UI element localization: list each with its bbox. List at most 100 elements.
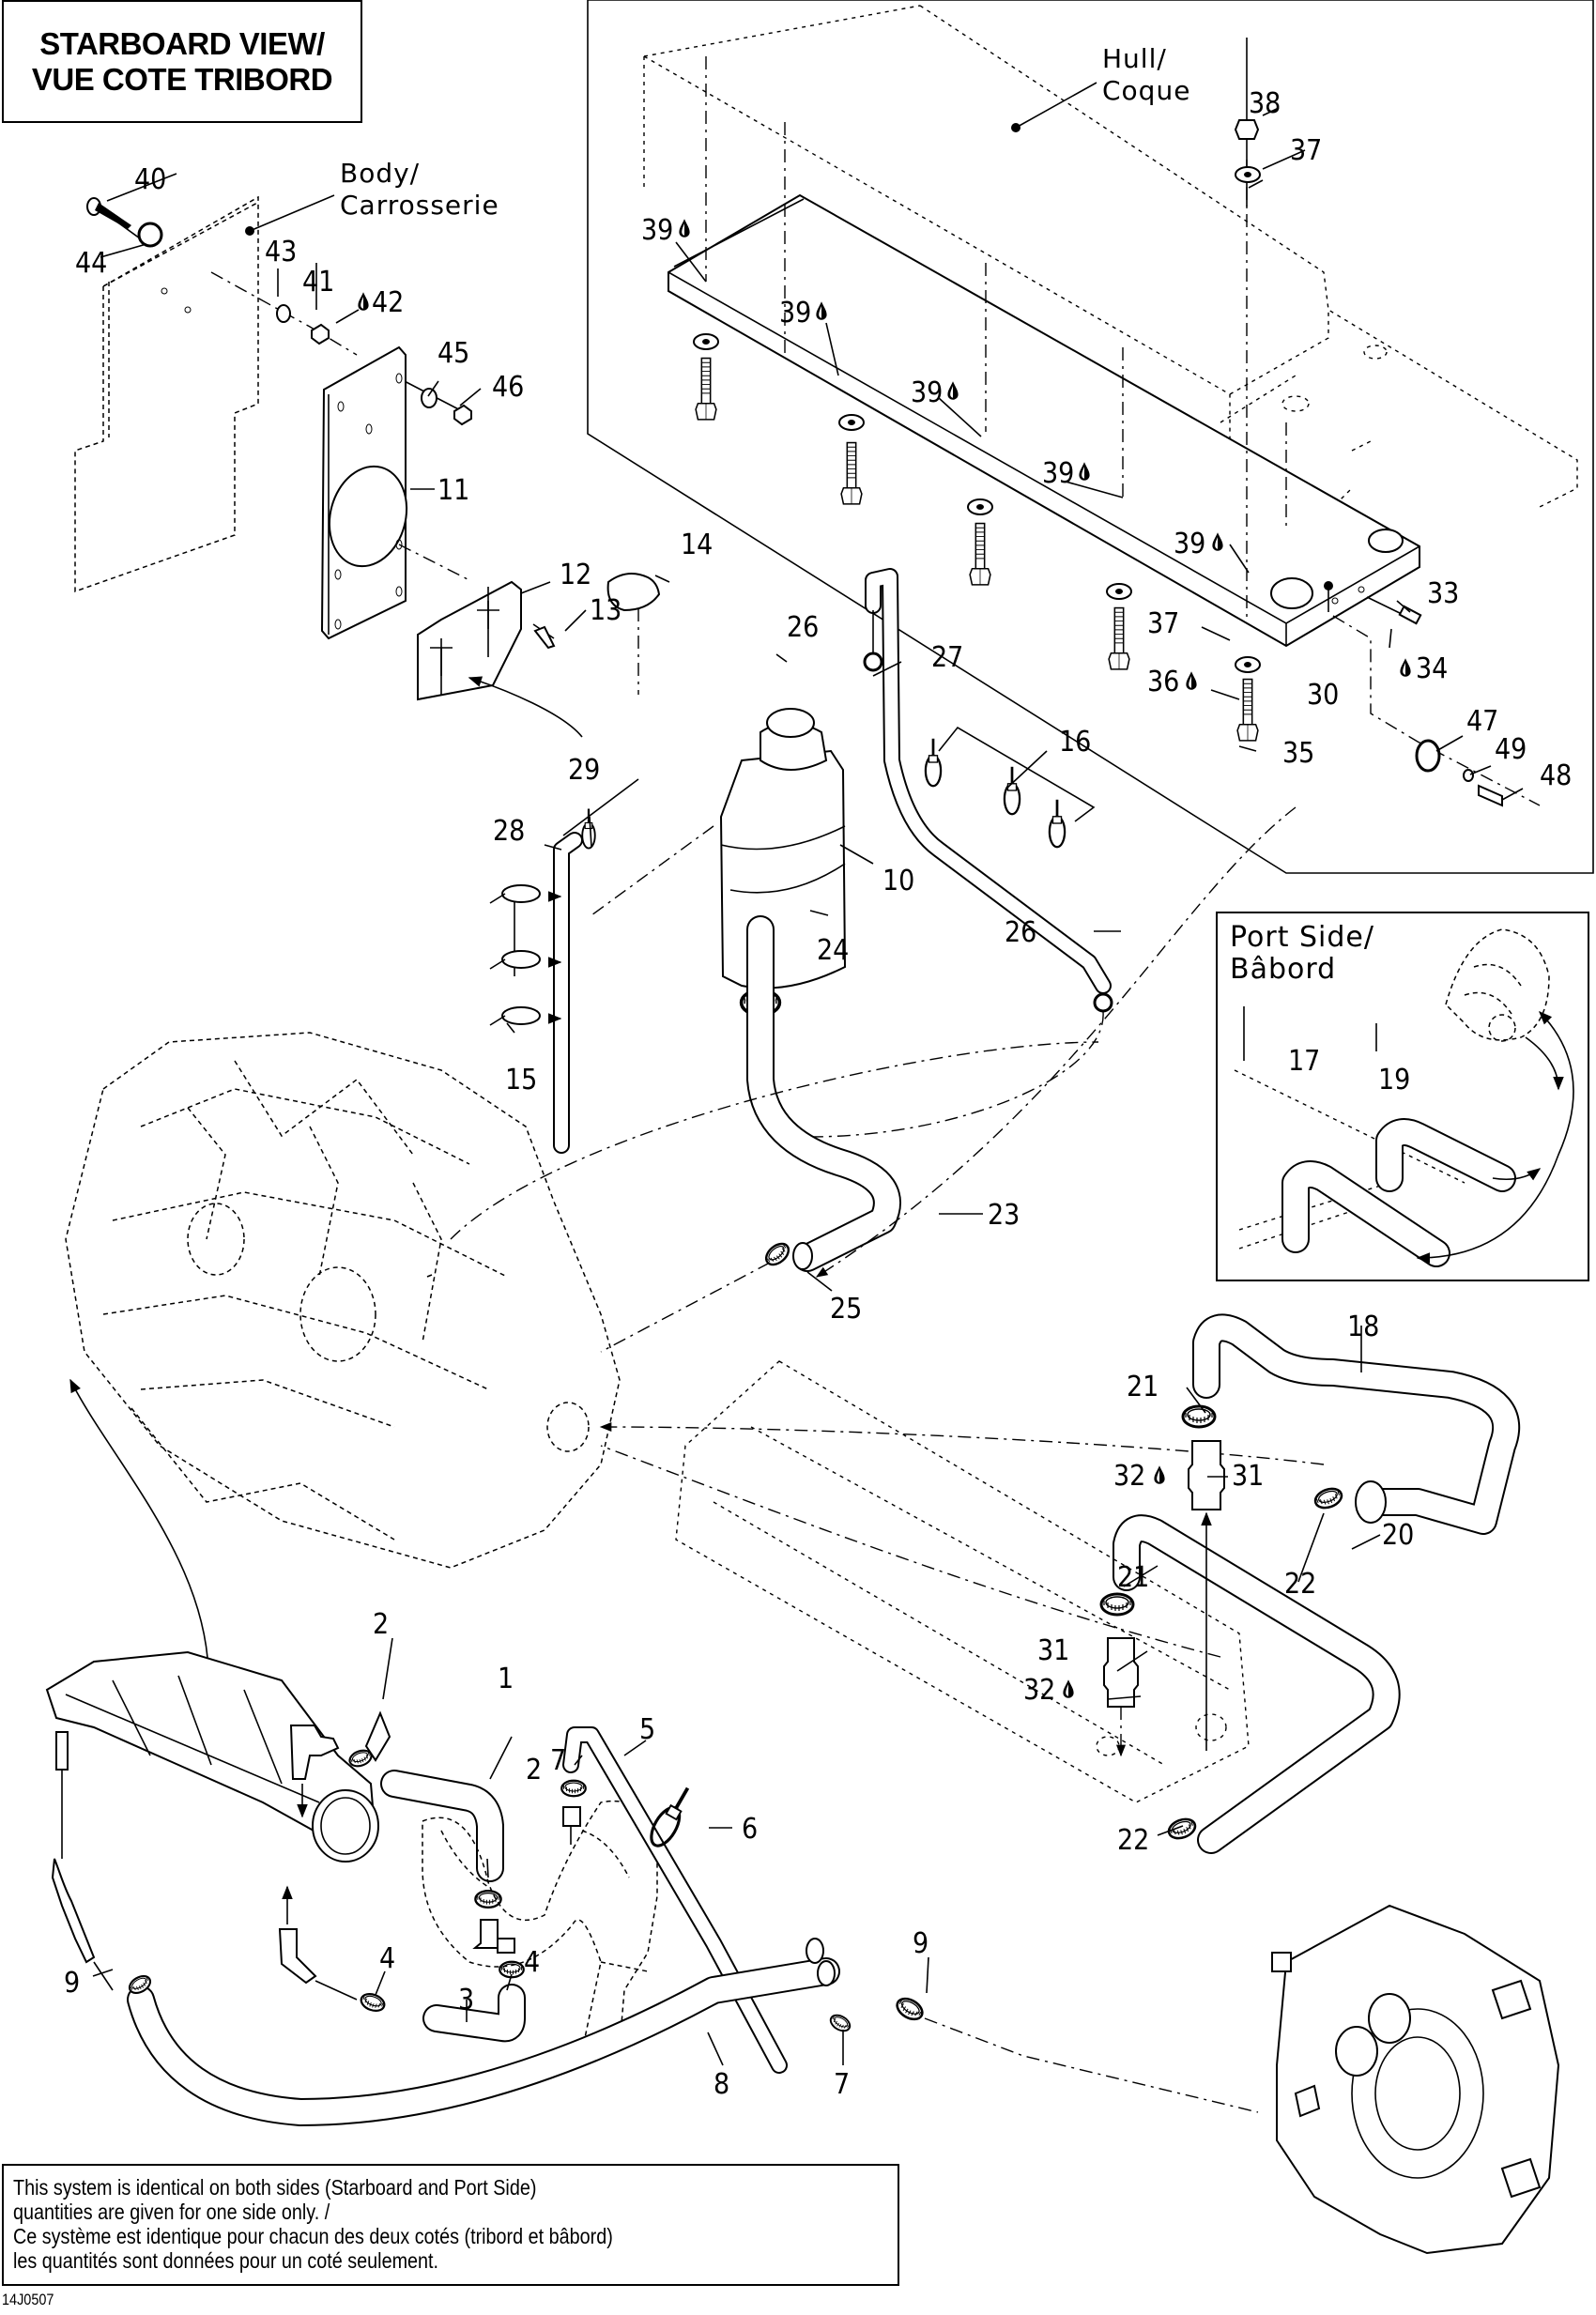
callout-2-bottom: 2 <box>526 1754 542 1786</box>
figure-code: 14J0507 <box>2 2291 54 2308</box>
callout-32-top: 32 <box>1113 1460 1145 1493</box>
view-title-line-2: VUE COTE TRIBORD <box>31 61 333 97</box>
drop-icon <box>1063 1679 1074 1698</box>
callout-3: 3 <box>458 1984 474 2016</box>
callout-20: 20 <box>1382 1519 1414 1552</box>
body-label-fr: Carrosserie <box>340 190 499 221</box>
drop-icon <box>679 219 690 238</box>
callout-21-bottom: 21 <box>1117 1561 1149 1594</box>
hull-label-en: Hull/ <box>1102 43 1167 74</box>
hose-18 <box>1181 1313 1521 1535</box>
callout-5: 5 <box>639 1713 655 1746</box>
body-fasteners <box>86 197 472 426</box>
drop-icon <box>1186 671 1197 690</box>
body-outline <box>74 195 260 593</box>
callout-39-a: 39 <box>641 214 673 247</box>
view-title-box: STARBOARD VIEW/ VUE COTE TRIBORD <box>2 0 362 123</box>
callout-26-bottom: 26 <box>1005 916 1036 949</box>
port-side-label-en: Port Side/ <box>1230 921 1374 954</box>
callout-47: 47 <box>1466 705 1498 738</box>
exhaust-manifold <box>45 1650 391 1991</box>
callout-48: 48 <box>1540 759 1572 792</box>
callout-22-top: 22 <box>1284 1568 1316 1601</box>
callout-17: 17 <box>1288 1045 1320 1078</box>
routing-lines <box>69 806 1325 1709</box>
mounting-plate <box>320 345 470 640</box>
callout-14: 14 <box>681 529 713 561</box>
engine-phantom <box>65 1032 621 1569</box>
note-line-3: Ce système est identique pour chacun des… <box>13 2224 613 2248</box>
callout-34: 34 <box>1416 652 1448 685</box>
note-line-1: This system is identical on both sides (… <box>13 2175 537 2200</box>
callout-10: 10 <box>882 865 914 897</box>
callout-26-top: 26 <box>787 611 819 644</box>
callout-33: 33 <box>1427 577 1459 610</box>
hose-23 <box>600 915 901 1353</box>
exploded-view-frame <box>587 0 1594 874</box>
note-line-4: les quantités sont données pour un coté … <box>13 2248 439 2273</box>
fittings-and-hoses-1-3 <box>278 1725 526 2043</box>
callout-7-top: 7 <box>550 1744 566 1777</box>
callout-2-top: 2 <box>373 1608 389 1641</box>
drop-icon <box>1400 658 1411 677</box>
callout-8: 8 <box>714 2068 729 2101</box>
hose-8 <box>125 1938 1259 2126</box>
tank-bracket <box>417 580 583 738</box>
callout-42: 42 <box>372 286 404 319</box>
callout-39-c: 39 <box>911 376 943 409</box>
callout-37-bottom: 37 <box>1147 607 1179 640</box>
support-rail <box>668 193 1420 648</box>
drop-icon <box>358 292 369 311</box>
callout-18: 18 <box>1347 1311 1379 1343</box>
hull-label-fr: Coque <box>1102 75 1190 106</box>
note-box: This system is identical on both sides (… <box>2 2164 899 2286</box>
callout-11: 11 <box>437 474 469 507</box>
callout-49: 49 <box>1495 733 1527 766</box>
note-line-2: quantities are given for one side only. … <box>13 2200 330 2224</box>
callout-4-right: 4 <box>524 1946 540 1979</box>
hose-20 <box>1099 1511 1401 1854</box>
callout-38: 38 <box>1249 87 1281 120</box>
callout-21-top: 21 <box>1127 1371 1159 1403</box>
callout-28: 28 <box>493 815 525 848</box>
callout-labels: 40 44 43 41 42 45 46 11 12 13 14 26 27 1… <box>64 87 1572 2101</box>
callout-25: 25 <box>830 1293 862 1326</box>
callout-30: 30 <box>1307 679 1339 712</box>
hose-27 <box>778 568 1113 1138</box>
callout-45: 45 <box>437 337 469 370</box>
cable-ties-16 <box>924 726 1096 849</box>
port-side-label-fr: Bâbord <box>1230 953 1336 986</box>
hull-reference: Hull/ Coque <box>1011 43 1190 132</box>
callout-44: 44 <box>75 247 107 280</box>
callout-32-bottom: 32 <box>1023 1674 1055 1707</box>
callout-46: 46 <box>492 371 524 404</box>
callout-12: 12 <box>560 559 591 591</box>
ride-plate-phantom <box>675 1360 1250 1803</box>
body-reference: Body/ Carrosserie <box>245 158 499 236</box>
body-label-en: Body/ <box>340 158 420 189</box>
drop-icon <box>1154 1465 1165 1484</box>
rail-bolts <box>693 38 1287 742</box>
callout-27: 27 <box>931 641 963 674</box>
jet-pump-housing <box>1271 1904 1560 2255</box>
side-hardware <box>1332 596 1541 807</box>
callout-9-right: 9 <box>913 1927 928 1960</box>
callout-35: 35 <box>1282 737 1314 770</box>
callout-36: 36 <box>1147 666 1179 698</box>
callout-9-left: 9 <box>64 1967 80 2000</box>
callout-7-bottom: 7 <box>834 2068 850 2101</box>
view-title-line-1: STARBOARD VIEW/ <box>39 25 325 61</box>
callout-1: 1 <box>498 1663 514 1695</box>
callout-15: 15 <box>505 1064 537 1096</box>
callout-40: 40 <box>134 163 166 196</box>
callout-22-bottom: 22 <box>1117 1824 1149 1857</box>
callout-6: 6 <box>742 1813 758 1846</box>
callout-24: 24 <box>817 934 849 967</box>
callout-31-bottom: 31 <box>1037 1634 1069 1667</box>
callout-37-top: 37 <box>1290 134 1322 167</box>
callout-31-top: 31 <box>1232 1460 1264 1493</box>
callout-39-b: 39 <box>779 297 811 330</box>
callout-39-d: 39 <box>1042 457 1074 490</box>
callout-43: 43 <box>265 236 297 268</box>
